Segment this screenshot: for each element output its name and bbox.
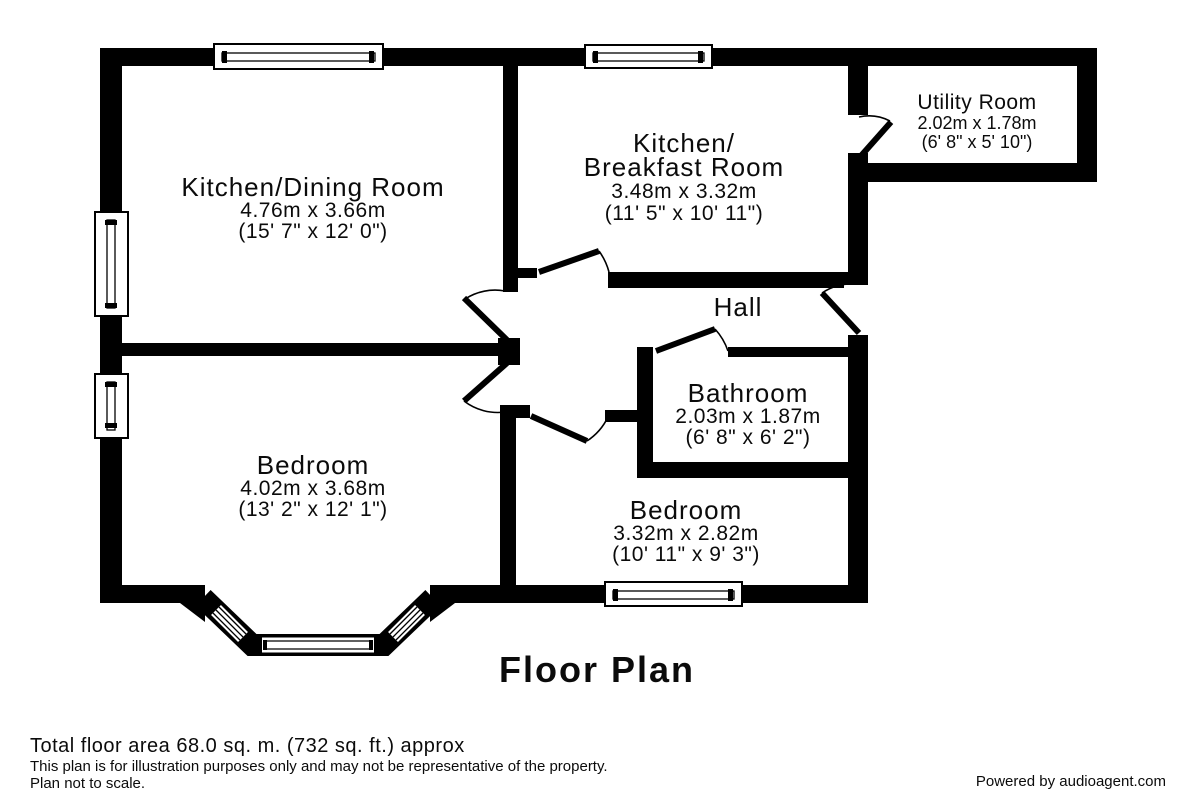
opening-bay bbox=[205, 583, 430, 605]
room-labels: Kitchen/Dining Room 4.76m x 3.66m (15' 7… bbox=[181, 91, 1036, 566]
label-bedroom1-imperial: (13' 2" x 12' 1") bbox=[238, 498, 387, 521]
window-left-lower bbox=[94, 373, 129, 439]
window-left-upper bbox=[94, 211, 129, 317]
door-kitchen-dining bbox=[461, 289, 510, 343]
label-breakfast-metric: 3.48m x 3.32m bbox=[611, 180, 756, 203]
opening-front-door bbox=[844, 285, 872, 335]
window-kitchen-dining-top bbox=[213, 43, 384, 70]
wall-hall-node bbox=[498, 338, 520, 365]
label-bedroom1-name: Bedroom bbox=[257, 450, 370, 480]
window-bedroom2-bottom bbox=[604, 581, 743, 607]
wall-kitchen-divider-doorstop bbox=[503, 268, 537, 278]
label-bedroom1-metric: 4.02m x 3.68m bbox=[240, 477, 385, 500]
windows bbox=[94, 43, 743, 607]
door-bedroom2 bbox=[529, 413, 609, 444]
label-kitchen-dining-metric: 4.76m x 3.66m bbox=[240, 199, 385, 222]
wall-bathroom-north bbox=[637, 347, 848, 357]
wall-bedroom2-doorstop-left bbox=[500, 405, 530, 418]
label-bedroom2-imperial: (10' 11" x 9' 3") bbox=[612, 543, 760, 566]
wall-bedroom1-north bbox=[122, 343, 498, 356]
label-utility-name: Utility Room bbox=[917, 91, 1036, 114]
label-breakfast-name-line2: Breakfast Room bbox=[584, 152, 784, 182]
bay-window bbox=[180, 585, 455, 656]
wall-utility-right bbox=[1077, 48, 1097, 182]
door-breakfast bbox=[538, 248, 610, 275]
door-bedroom1 bbox=[462, 360, 509, 414]
label-breakfast-name-line1: Kitchen/ bbox=[633, 128, 735, 158]
label-kitchen-dining-imperial: (15' 7" x 12' 0") bbox=[238, 220, 387, 243]
bay-wedge-left bbox=[180, 585, 205, 622]
label-breakfast-imperial: (11' 5" x 10' 11") bbox=[605, 202, 763, 225]
bay-wedge-right bbox=[430, 585, 455, 622]
wall-left bbox=[100, 48, 122, 603]
wall-bathroom-west bbox=[637, 347, 653, 478]
label-kitchen-dining-name: Kitchen/Dining Room bbox=[181, 172, 444, 202]
label-bedroom2-metric: 3.32m x 2.82m bbox=[613, 522, 758, 545]
wall-breakfast-hall bbox=[608, 272, 848, 288]
wall-openings bbox=[205, 115, 872, 605]
wall-bedroom1-east bbox=[500, 408, 516, 603]
door-bathroom bbox=[654, 326, 729, 354]
wall-utility-bottom bbox=[868, 163, 1097, 182]
wall-kitchen-divider bbox=[503, 66, 518, 292]
wall-bathroom-south bbox=[637, 462, 868, 478]
label-utility-imperial: (6' 8" x 5' 10") bbox=[922, 132, 1033, 152]
label-bathroom-imperial: (6' 8" x 6' 2") bbox=[686, 426, 811, 449]
disclaimer-line1: This plan is for illustration purposes o… bbox=[30, 758, 608, 775]
bay-glazing-lines bbox=[212, 606, 424, 650]
label-utility-metric: 2.02m x 1.78m bbox=[917, 113, 1036, 133]
opening-bathroom-door bbox=[653, 345, 728, 359]
label-bathroom-metric: 2.03m x 1.87m bbox=[675, 405, 820, 428]
powered-by-credit: Powered by audioagent.com bbox=[976, 773, 1166, 790]
label-bedroom2-name: Bedroom bbox=[630, 495, 743, 525]
label-bathroom-name: Bathroom bbox=[688, 378, 809, 408]
window-breakfast-top bbox=[584, 44, 713, 69]
door-front bbox=[819, 283, 862, 336]
page-title: Floor Plan bbox=[499, 649, 695, 690]
disclaimer-line2: Plan not to scale. bbox=[30, 775, 145, 792]
doors bbox=[461, 115, 894, 444]
label-hall: Hall bbox=[714, 292, 763, 322]
door-utility bbox=[857, 115, 894, 159]
wall-bedroom2-doorstop-right bbox=[605, 410, 640, 422]
total-floor-area: Total floor area 68.0 sq. m. (732 sq. ft… bbox=[30, 735, 465, 757]
